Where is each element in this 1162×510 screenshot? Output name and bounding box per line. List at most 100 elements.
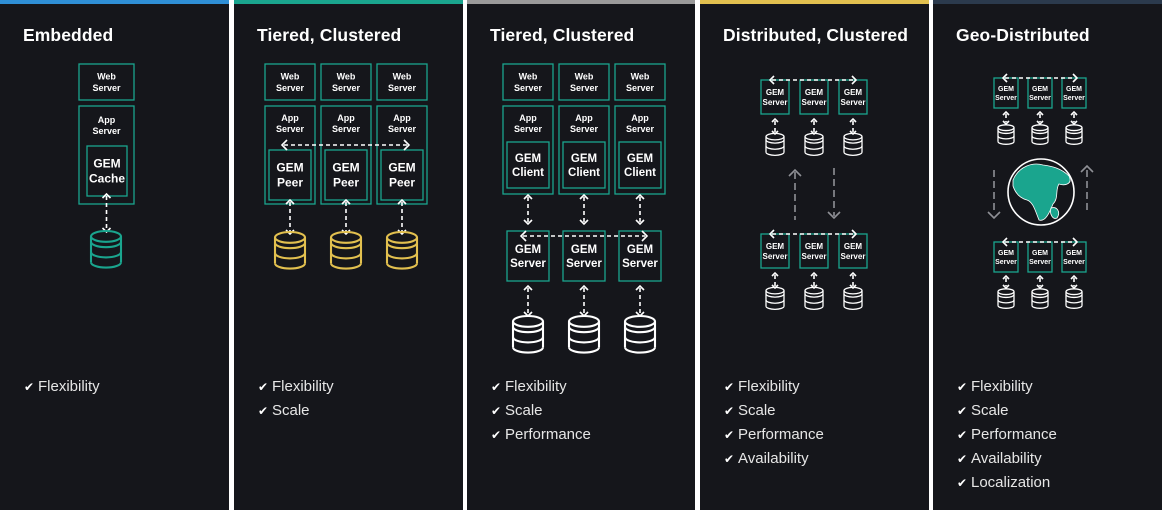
- check-icon: ✔: [957, 452, 968, 466]
- arrow-head: [1002, 274, 1010, 280]
- feature-item: ✔Scale: [258, 401, 334, 425]
- arrow-head: [1072, 237, 1079, 247]
- database-icon: [567, 314, 601, 354]
- arrow-head: [1070, 110, 1078, 116]
- arrow-head: [788, 168, 802, 177]
- arrow-head: [579, 193, 589, 200]
- arrow-head: [523, 284, 533, 291]
- arrow-head: [285, 198, 295, 205]
- feature-item: ✔Performance: [491, 425, 591, 449]
- arrow-head: [1080, 164, 1094, 173]
- arrow-head: [1036, 274, 1044, 280]
- web-server-box: [264, 63, 316, 101]
- panel-title: Distributed, Clustered: [723, 25, 909, 45]
- check-icon: ✔: [724, 404, 735, 418]
- panel-title: Tiered, Clustered: [490, 25, 635, 45]
- feature-item: ✔Flexibility: [957, 377, 1057, 401]
- feature-item: ✔Scale: [491, 401, 591, 425]
- feature-item: ✔Flexibility: [491, 377, 591, 401]
- gem-server-box: [1061, 241, 1087, 273]
- arrow-head: [341, 198, 351, 205]
- feature-item: ✔Performance: [724, 425, 824, 449]
- feature-list: ✔Flexibility✔Scale✔Performance✔Availabil…: [724, 377, 824, 473]
- arrow-head: [523, 219, 533, 226]
- database-icon: [765, 286, 785, 311]
- arrow-head: [771, 117, 779, 123]
- feature-label: Performance: [505, 426, 591, 443]
- arrow-head: [519, 230, 527, 242]
- web-server-box: [558, 63, 610, 101]
- web-server-box: [376, 63, 428, 101]
- arrow-head: [1070, 120, 1078, 126]
- feature-label: Scale: [738, 402, 776, 419]
- feature-item: ✔Flexibility: [24, 377, 100, 401]
- check-icon: ✔: [724, 380, 735, 394]
- arrow-head: [403, 139, 411, 151]
- arrow-head: [1070, 284, 1078, 290]
- database-icon: [273, 230, 307, 270]
- feature-list: ✔Flexibility✔Scale: [258, 377, 334, 425]
- database-icon: [511, 314, 545, 354]
- feature-item: ✔Performance: [957, 425, 1057, 449]
- gem-server-box: [1061, 77, 1087, 109]
- feature-item: ✔Scale: [957, 401, 1057, 425]
- web-server-box: [502, 63, 554, 101]
- feature-label: Performance: [738, 426, 824, 443]
- feature-item: ✔Flexibility: [724, 377, 824, 401]
- feature-label: Localization: [971, 474, 1051, 491]
- web-server-box: [320, 63, 372, 101]
- arrow-head: [851, 229, 858, 239]
- arrow-head: [768, 75, 775, 85]
- arrow-head: [1072, 73, 1079, 83]
- feature-label: Flexibility: [505, 378, 567, 395]
- gem-server-box: [506, 230, 550, 282]
- check-icon: ✔: [491, 428, 502, 442]
- arrow-head: [849, 117, 857, 123]
- database-icon: [804, 132, 824, 157]
- database-icon: [329, 230, 363, 270]
- database-icon: [997, 288, 1015, 309]
- arrow-head: [849, 271, 857, 277]
- feature-label: Availability: [738, 450, 809, 467]
- check-icon: ✔: [957, 404, 968, 418]
- arrow-head: [1036, 120, 1044, 126]
- feature-item: ✔Scale: [724, 401, 824, 425]
- feature-label: Scale: [971, 402, 1009, 419]
- panel-accent-bar: [467, 0, 695, 4]
- arrow-head: [397, 198, 407, 205]
- arrow-head: [579, 219, 589, 226]
- check-icon: ✔: [24, 380, 35, 394]
- arrow-head: [1001, 73, 1008, 83]
- arrow-head: [771, 271, 779, 277]
- feature-label: Performance: [971, 426, 1057, 443]
- check-icon: ✔: [957, 380, 968, 394]
- database-icon: [843, 132, 863, 157]
- feature-item: ✔Availability: [724, 449, 824, 473]
